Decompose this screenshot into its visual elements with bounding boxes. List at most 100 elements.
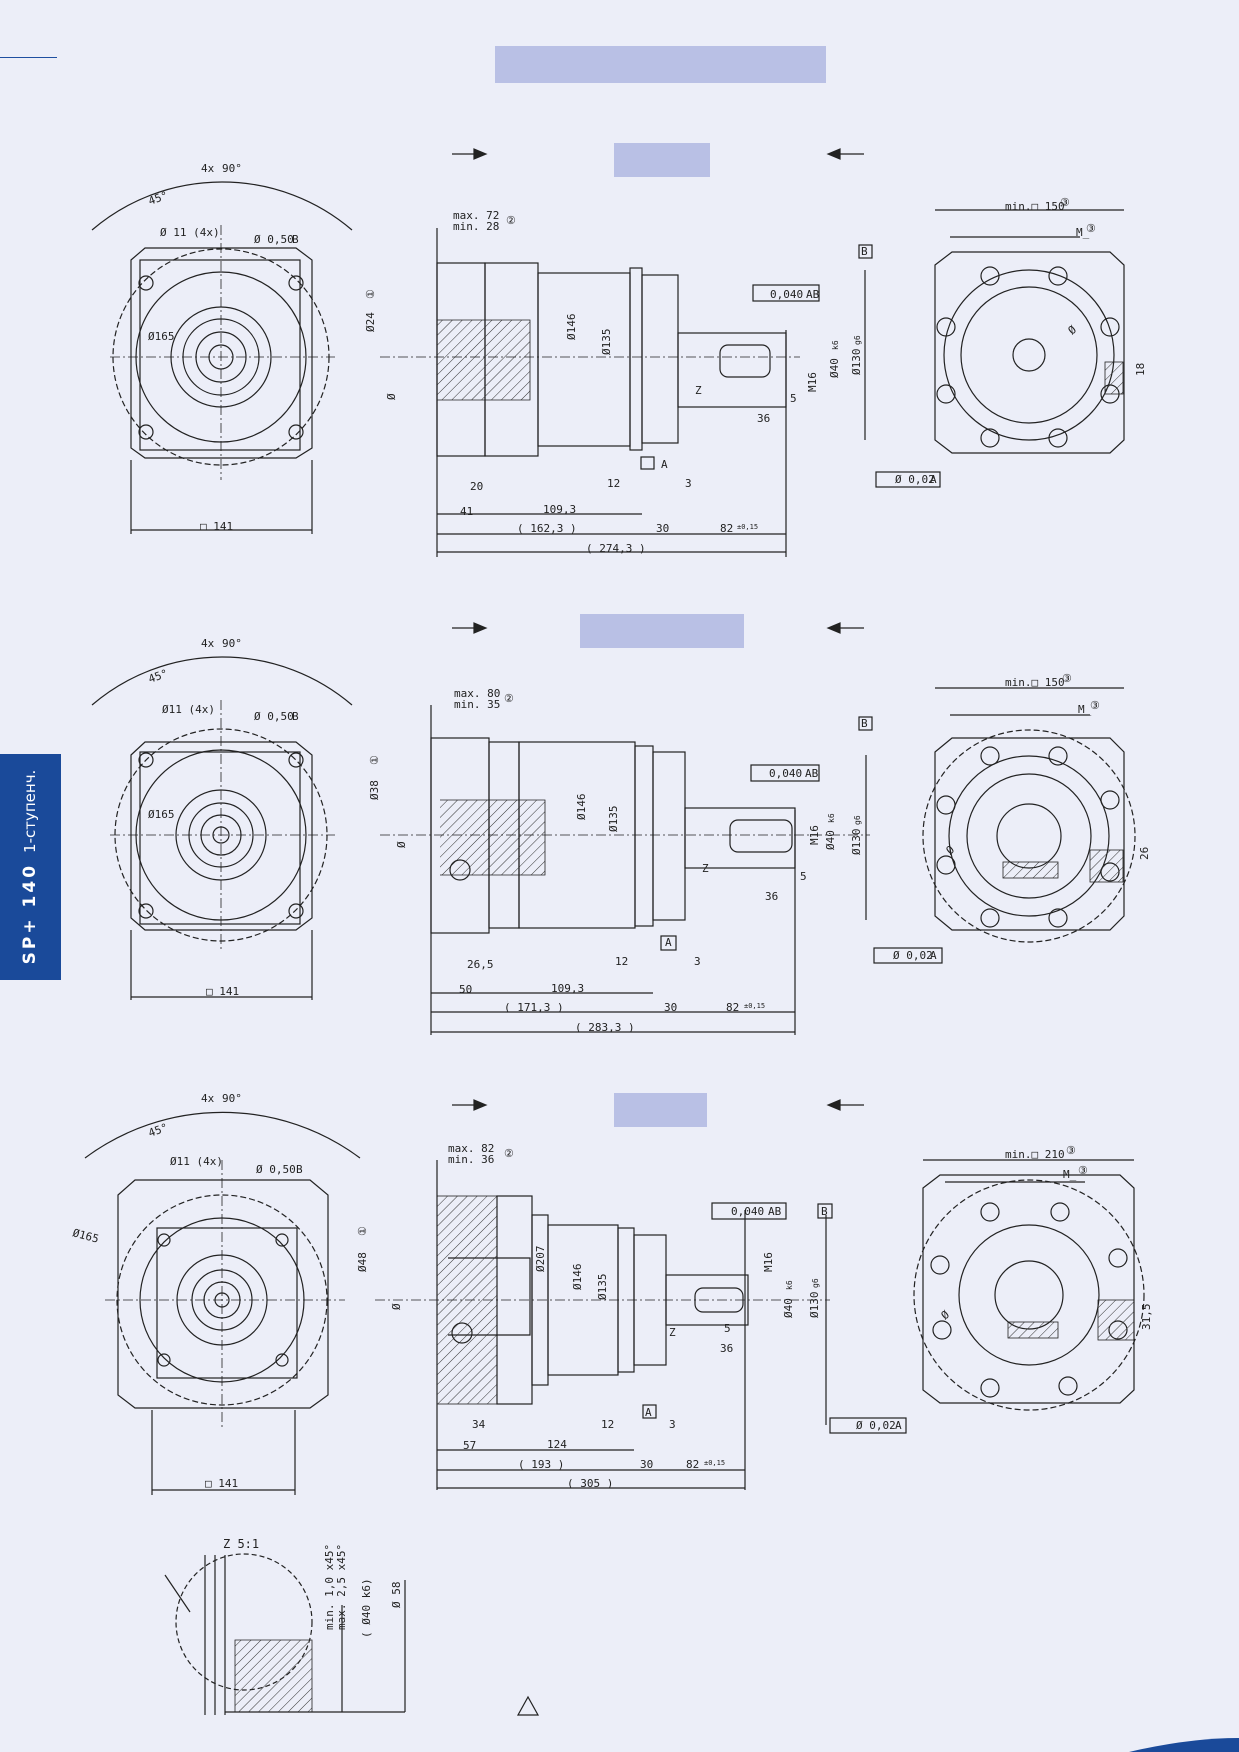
front3-angle-box: 90° [222, 1092, 242, 1105]
rear2-m-note: ③ [1090, 699, 1100, 712]
side1-l20: 20 [470, 480, 483, 493]
front3-angle-small: 45° [147, 1121, 170, 1140]
side-view-1 [380, 228, 941, 557]
detail-chamfer-min: min. 1,0 x45° [323, 1544, 336, 1630]
front2-angle-small: 45° [147, 667, 170, 686]
front2-datum-b: B [292, 710, 299, 723]
side1-bore-note: ① [364, 289, 377, 299]
detail-z [164, 1553, 406, 1715]
side2-d135: Ø135 [607, 806, 620, 833]
side2-d130-fit: g6 [853, 815, 862, 825]
side3-max: max. 82 [448, 1142, 494, 1155]
side1-l30: 30 [656, 522, 669, 535]
front-view-3 [84, 1111, 361, 1495]
row1 [91, 148, 1125, 557]
side2-bore: Ø38 [368, 780, 381, 800]
rear2-w26: 26 [1138, 847, 1151, 860]
side3-note2: ② [504, 1147, 514, 1160]
front2-square: □ 141 [206, 985, 239, 998]
side2-l109: 109,3 [551, 982, 584, 995]
front3-angle: 4x [201, 1092, 215, 1105]
front2-angle: 4x [201, 637, 215, 650]
rear1-m-label: M_ [1076, 226, 1090, 239]
front2-position-tol: Ø 0,50 [254, 710, 294, 723]
side1-l41: 41 [460, 505, 473, 518]
detail-d40: ( Ø40 k6) [360, 1578, 373, 1638]
rear1-note3: ③ [1060, 196, 1070, 209]
row1-band [614, 143, 710, 177]
front1-square: □ 141 [200, 520, 233, 533]
side3-z: Z [669, 1326, 676, 1339]
rear1-m-note: ③ [1086, 222, 1096, 235]
front3-square: □ 141 [205, 1477, 238, 1490]
rear-view-1 [934, 209, 1125, 454]
side2-min: min. 35 [454, 698, 500, 711]
side1-z: Z [695, 384, 702, 397]
rear-view-3 [913, 1159, 1145, 1411]
side2-datum-b: B [861, 717, 868, 730]
front1-datum-b: B [292, 233, 299, 246]
front2-angle-box: 90° [222, 637, 242, 650]
side1-d146: Ø146 [565, 314, 578, 341]
warning-triangle-icon [516, 1695, 540, 1716]
side2-d40: Ø40 [824, 830, 837, 850]
side2-d130: Ø130 [850, 829, 863, 856]
front1-pcd: Ø165 [148, 330, 175, 343]
rear3-d-label: Ø [939, 1308, 953, 1322]
side3-datum-b: B [821, 1205, 828, 1218]
side2-datum-a: A [665, 936, 672, 949]
side2-l171: ( 171,3 ) [504, 1001, 564, 1014]
row2-band [580, 614, 744, 648]
side3-l305: ( 305 ) [567, 1477, 613, 1490]
side3-d135: Ø135 [596, 1274, 609, 1301]
arrow-left-icon [826, 148, 864, 160]
side1-l12: 12 [607, 477, 620, 490]
side2-runout-ab: AB [805, 767, 819, 780]
side1-l82-tol: ±0,15 [737, 523, 758, 531]
rear1-min-sq: min.□ 150 [1005, 200, 1065, 213]
side3-min: min. 36 [448, 1153, 494, 1166]
side1-bore-small: Ø [385, 393, 398, 400]
side2-z: Z [702, 862, 709, 875]
section-tab[interactable] [0, 754, 61, 980]
front1-position-tol: Ø 0,50 [254, 233, 294, 246]
row2 [91, 622, 1136, 1035]
side3-l3: 3 [669, 1418, 676, 1431]
side3-datum-a: A [645, 1406, 652, 1419]
side3-d130-fit: g6 [811, 1278, 820, 1288]
side2-bore-note: ① [368, 755, 381, 765]
side1-datum-b: B [861, 245, 868, 258]
rear3-min-sq: min.□ 210 [1005, 1148, 1065, 1161]
side2-m16: M16 [808, 825, 821, 845]
front3-holes: Ø11 (4x) [170, 1155, 223, 1168]
side1-l162: ( 162,3 ) [517, 522, 577, 535]
side3-bore-small: Ø [390, 1303, 403, 1310]
side3-l5: 5 [724, 1322, 731, 1335]
side1-note2: ② [506, 214, 516, 227]
side1-d130: Ø130 [850, 349, 863, 376]
rear-view-2 [922, 687, 1136, 943]
front3-position-tol: Ø 0,50 [256, 1163, 296, 1176]
side2-l26: 26,5 [467, 958, 494, 971]
side-view-3 [375, 1160, 907, 1490]
side2-d146: Ø146 [575, 794, 588, 821]
side3-d207: Ø207 [534, 1246, 547, 1273]
detail-chamfer-max: max. 2,5 x45° [335, 1544, 348, 1630]
side2-l283: ( 283,3 ) [575, 1021, 635, 1034]
side1-d130-fit: g6 [853, 335, 862, 345]
front1-angle-box: 90° [222, 162, 242, 175]
side1-perp: Ø 0,02 [895, 473, 935, 486]
side3-l82-tol: ±0,15 [704, 1459, 725, 1467]
side3-l34: 34 [472, 1418, 486, 1431]
side3-l30: 30 [640, 1458, 653, 1471]
front3-datum-b: B [296, 1163, 303, 1176]
corner-accent [1129, 1738, 1239, 1752]
side3-d146: Ø146 [571, 1264, 584, 1291]
detail-scale: Z 5:1 [223, 1537, 259, 1551]
side1-runout: 0,040 [770, 288, 803, 301]
rear2-note3: ③ [1062, 672, 1072, 685]
side3-runout-ab: AB [768, 1205, 782, 1218]
side2-note2: ② [504, 692, 514, 705]
side1-l3: 3 [685, 477, 692, 490]
